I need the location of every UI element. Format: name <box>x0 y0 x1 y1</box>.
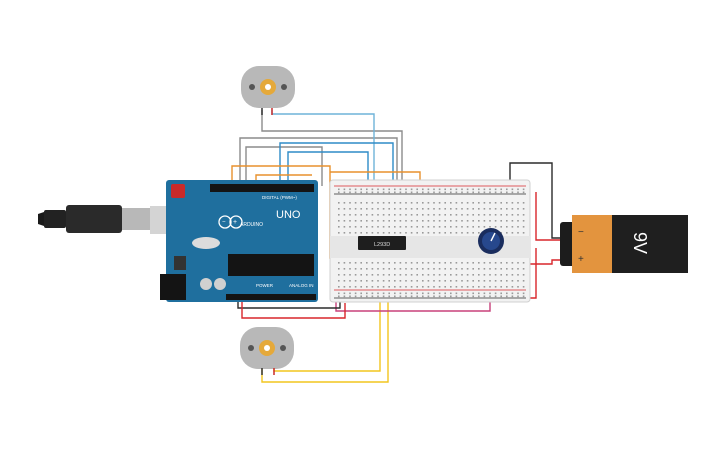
l293d-driver[interactable]: L293D <box>358 236 406 250</box>
arduino-uno[interactable]: − + UNO ARDUINO DIGITAL (PWM~) POWER ANA… <box>160 180 318 302</box>
svg-text:−: − <box>222 220 226 226</box>
ic-label: L293D <box>374 242 390 248</box>
arduino-uno-label: UNO <box>276 209 301 221</box>
arduino-brand-label: ARDUINO <box>240 222 263 228</box>
digital-pins-label: DIGITAL (PWM~) <box>262 195 297 200</box>
dc-motor-top[interactable] <box>241 66 295 115</box>
battery-plus-label: + <box>578 254 584 265</box>
svg-text:+: + <box>233 219 237 226</box>
9v-battery[interactable]: − + 9V <box>560 215 688 273</box>
analog-pins-label: ANALOG IN <box>289 283 314 288</box>
dc-motor-bottom[interactable] <box>240 327 294 375</box>
battery-voltage-label: 9V <box>630 232 650 254</box>
potentiometer[interactable] <box>478 228 504 254</box>
breadboard[interactable] <box>329 179 531 303</box>
power-pins-label: POWER <box>256 283 274 288</box>
battery-minus-label: − <box>578 227 584 238</box>
